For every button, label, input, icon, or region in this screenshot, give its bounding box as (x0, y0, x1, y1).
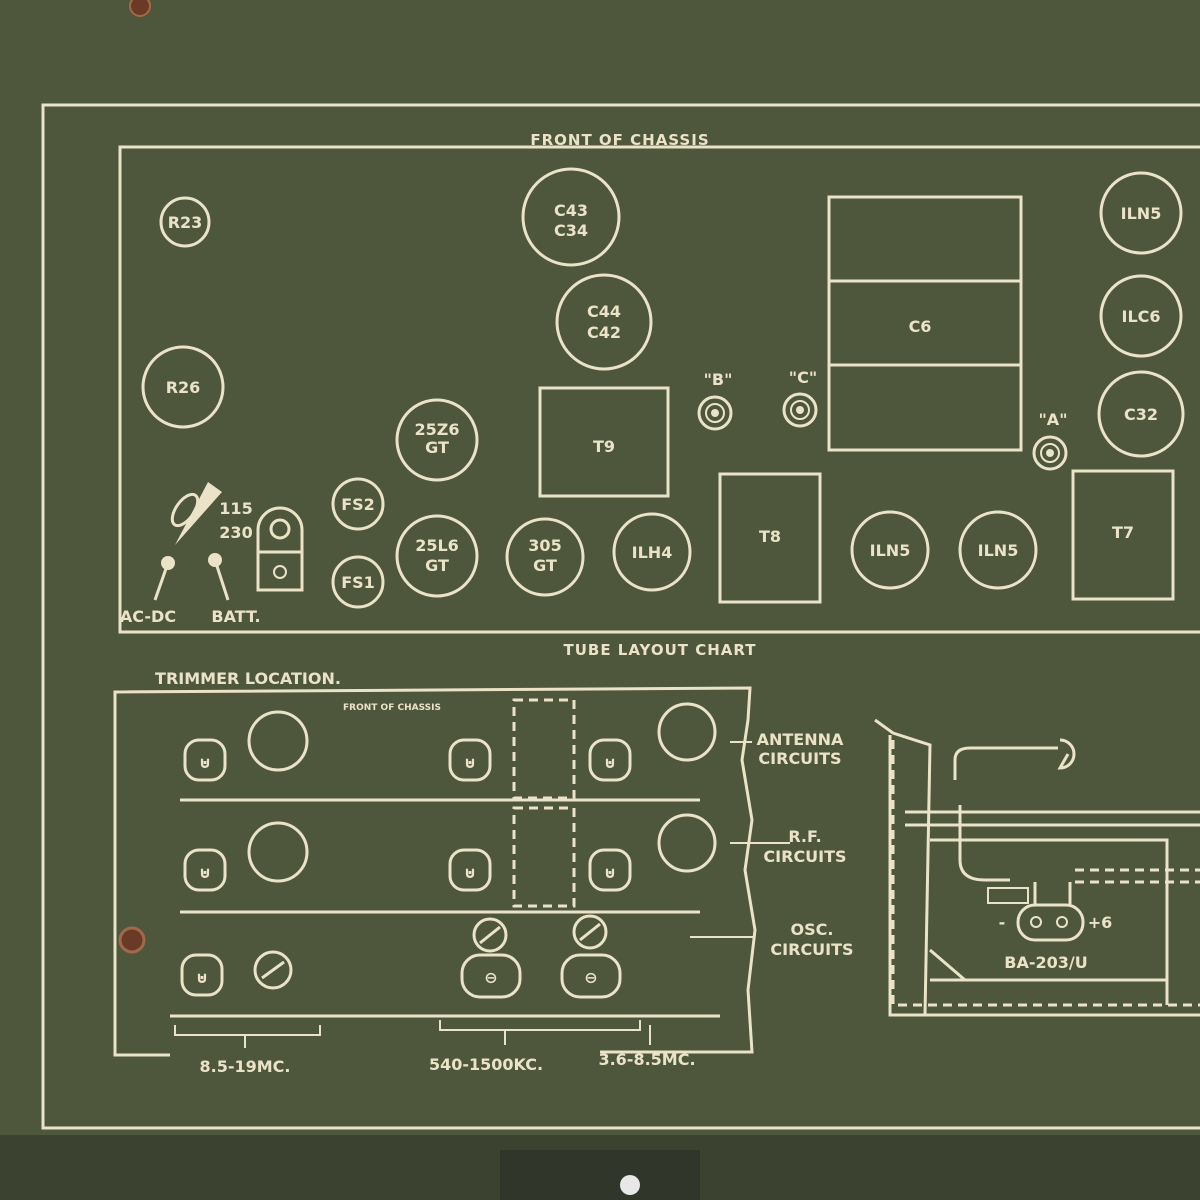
svg-text:BATT.: BATT. (211, 607, 260, 626)
svg-text:T9: T9 (593, 437, 615, 456)
svg-text:"C": "C" (789, 368, 817, 387)
svg-text:⊍: ⊍ (464, 863, 477, 882)
svg-text:C42: C42 (587, 323, 621, 342)
heading-tube-layout-chart: TUBE LAYOUT CHART (563, 641, 756, 659)
svg-text:R26: R26 (166, 378, 201, 397)
svg-text:"A": "A" (1038, 410, 1067, 429)
svg-text:FS1: FS1 (341, 573, 375, 592)
screw-icon (118, 926, 146, 954)
label-band-3-6-8-5mc: 3.6-8.5MC. (598, 1050, 695, 1069)
svg-text:C6: C6 (909, 317, 932, 336)
svg-text:T7: T7 (1112, 523, 1134, 542)
svg-text:CIRCUITS: CIRCUITS (763, 847, 846, 866)
svg-text:AC-DC: AC-DC (120, 607, 176, 626)
tube-305gt: 305 GT (505, 517, 585, 597)
svg-text:230: 230 (219, 523, 252, 542)
component-t9: T9 (538, 386, 670, 498)
svg-text:⊍: ⊍ (199, 753, 212, 772)
component-c32: C32 (1097, 370, 1185, 458)
battery-compartment-diagram: - +6 BA-203/U (874, 718, 1200, 1017)
component-r26: R26 (141, 345, 225, 429)
fuse-fs1: FS1 (331, 555, 385, 609)
jack-b: "B" (697, 370, 733, 431)
component-t7: T7 (1071, 469, 1175, 601)
svg-text:305: 305 (528, 536, 561, 555)
trimmer-front-of-chassis: FRONT OF CHASSIS (343, 703, 441, 713)
component-c44-c42: C44 C42 (555, 273, 653, 371)
jack-c: "C" (782, 368, 818, 428)
svg-text:GT: GT (425, 556, 449, 575)
svg-text:ILH4: ILH4 (632, 543, 673, 562)
tube-iln5: ILN5 (850, 510, 930, 590)
label-osc-circuits: OSC. (791, 920, 834, 939)
tube-layout-frame (118, 145, 1200, 634)
terminal-block (256, 506, 304, 592)
trimmer-row-antenna: ⊍ ⊍ ⊍ ANTENNA CIRCUITS (183, 702, 844, 782)
tube-25z6gt: 25Z6 GT (395, 398, 479, 482)
svg-text:ILN5: ILN5 (978, 541, 1019, 560)
svg-text:C44: C44 (587, 302, 621, 321)
component-t8: T8 (718, 472, 822, 604)
trimmer-row-osc: ⊍ ⊖ ⊖ OSC. CIRCUITS (180, 914, 854, 999)
battery-model-label: BA-203/U (1004, 953, 1087, 972)
heading-front-of-chassis: FRONT OF CHASSIS (530, 131, 709, 149)
svg-text:CIRCUITS: CIRCUITS (770, 940, 853, 959)
svg-text:115: 115 (219, 499, 252, 518)
label-band-8-5-19mc: 8.5-19MC. (200, 1057, 291, 1076)
label-band-540-1500kc: 540-1500KC. (429, 1055, 543, 1074)
tube-ilc6: ILC6 (1099, 274, 1183, 358)
svg-text:⊍: ⊍ (196, 968, 209, 987)
svg-text:T8: T8 (759, 527, 781, 546)
svg-text:25Z6: 25Z6 (415, 420, 460, 439)
svg-text:⊍: ⊍ (604, 753, 617, 772)
svg-text:⊍: ⊍ (604, 863, 617, 882)
svg-text:"B": "B" (704, 370, 733, 389)
svg-text:⊖: ⊖ (484, 968, 497, 987)
voltage-selector-switch: 115 230 AC-DC BATT. (120, 482, 261, 626)
svg-text:FS2: FS2 (341, 495, 375, 514)
svg-text:⊍: ⊍ (199, 863, 212, 882)
svg-text:R23: R23 (168, 213, 203, 232)
svg-text:25L6: 25L6 (415, 536, 459, 555)
trimmer-panel-outline (113, 686, 757, 1057)
svg-text:C32: C32 (1124, 405, 1158, 424)
svg-text:GT: GT (425, 438, 449, 457)
outer-frame (41, 103, 1200, 1130)
svg-text:-: - (999, 913, 1006, 932)
component-c43-c34: C43 C34 (521, 167, 621, 267)
svg-text:⊖: ⊖ (584, 968, 597, 987)
svg-text:+6: +6 (1088, 913, 1113, 932)
fuse-fs2: FS2 (331, 477, 385, 531)
svg-text:GT: GT (533, 556, 557, 575)
svg-text:⊍: ⊍ (464, 753, 477, 772)
tube-25l6gt: 25L6 GT (395, 514, 479, 598)
svg-text:C34: C34 (554, 221, 588, 240)
trimmer-row-rf: ⊍ ⊍ ⊍ R.F. CIRCUITS (183, 813, 847, 892)
heading-trimmer-location: TRIMMER LOCATION. (155, 669, 341, 688)
svg-text:ILC6: ILC6 (1121, 307, 1160, 326)
tube-iln5: ILN5 (958, 510, 1038, 590)
svg-text:CIRCUITS: CIRCUITS (758, 749, 841, 768)
label-antenna-circuits: ANTENNA (757, 730, 844, 749)
component-r23: R23 (159, 196, 211, 248)
svg-text:ILN5: ILN5 (870, 541, 911, 560)
svg-text:C43: C43 (554, 201, 588, 220)
jack-a: "A" (1032, 410, 1068, 471)
tube-ilh4: ILH4 (612, 512, 692, 592)
label-rf-circuits: R.F. (788, 827, 821, 846)
tube-iln5: ILN5 (1099, 171, 1183, 255)
knob (620, 1175, 640, 1195)
component-c6: C6 (827, 195, 1023, 452)
bracket (500, 1150, 700, 1200)
screw-icon (129, 0, 151, 17)
svg-text:ILN5: ILN5 (1121, 204, 1162, 223)
